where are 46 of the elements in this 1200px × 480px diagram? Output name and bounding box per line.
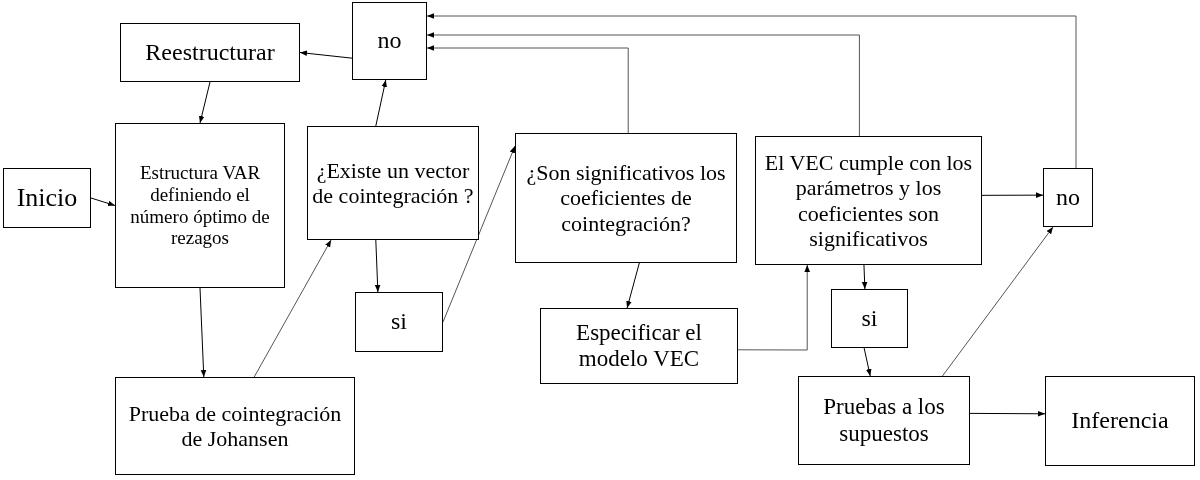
- box-text: Pruebas a los supuestos: [822, 394, 946, 447]
- arrow: [426, 32, 860, 137]
- arrow: [426, 45, 629, 134]
- arrow: [299, 50, 353, 59]
- arrow: [626, 262, 640, 309]
- box-text: Estructura VAR definiendo el número óptimo de rezagos: [129, 161, 271, 250]
- process-box: [831, 289, 908, 348]
- box-text: El VEC cumple con los parámetros y los coeficientes son significativos: [763, 149, 974, 252]
- process-box: [755, 136, 982, 265]
- box-text: si: [860, 304, 879, 333]
- process-box: [540, 308, 738, 384]
- arrow: [969, 410, 1046, 417]
- box-text: Reestructurar: [144, 38, 276, 67]
- process-box: [355, 292, 443, 352]
- arrow: [737, 264, 810, 351]
- process-box: [3, 168, 91, 228]
- process-box: [515, 133, 737, 263]
- process-box: [1043, 168, 1093, 227]
- process-box: [1045, 376, 1195, 466]
- box-text: ¿Son significativos los coeficientes de cointegración?: [525, 160, 727, 236]
- arrow: [861, 264, 868, 290]
- process-box: [307, 126, 479, 240]
- arrow: [942, 226, 1054, 377]
- process-box: [115, 123, 285, 288]
- arrow: [374, 239, 381, 293]
- arrow: [253, 239, 332, 378]
- process-box: [798, 376, 970, 465]
- box-text: Inferencia: [1070, 407, 1170, 435]
- arrow: [199, 287, 207, 378]
- process-box: [120, 23, 300, 82]
- arrow: [375, 79, 387, 127]
- process-box: [352, 2, 427, 80]
- process-box: [115, 377, 355, 475]
- box-text: ¿Existe un vector de cointegración ?: [311, 157, 475, 209]
- arrow: [442, 145, 516, 323]
- box-text: Inicio: [15, 183, 79, 213]
- box-text: no: [1055, 183, 1081, 212]
- box-text: Especificar el modelo VEC: [575, 319, 703, 373]
- arrow: [90, 197, 116, 207]
- arrow: [426, 13, 1077, 169]
- arrow: [981, 192, 1044, 198]
- box-text: no: [376, 27, 403, 55]
- box-text: si: [390, 308, 408, 336]
- arrow: [863, 347, 872, 377]
- arrow: [198, 81, 211, 124]
- box-text: Prueba de cointegración de Johansen: [127, 400, 343, 452]
